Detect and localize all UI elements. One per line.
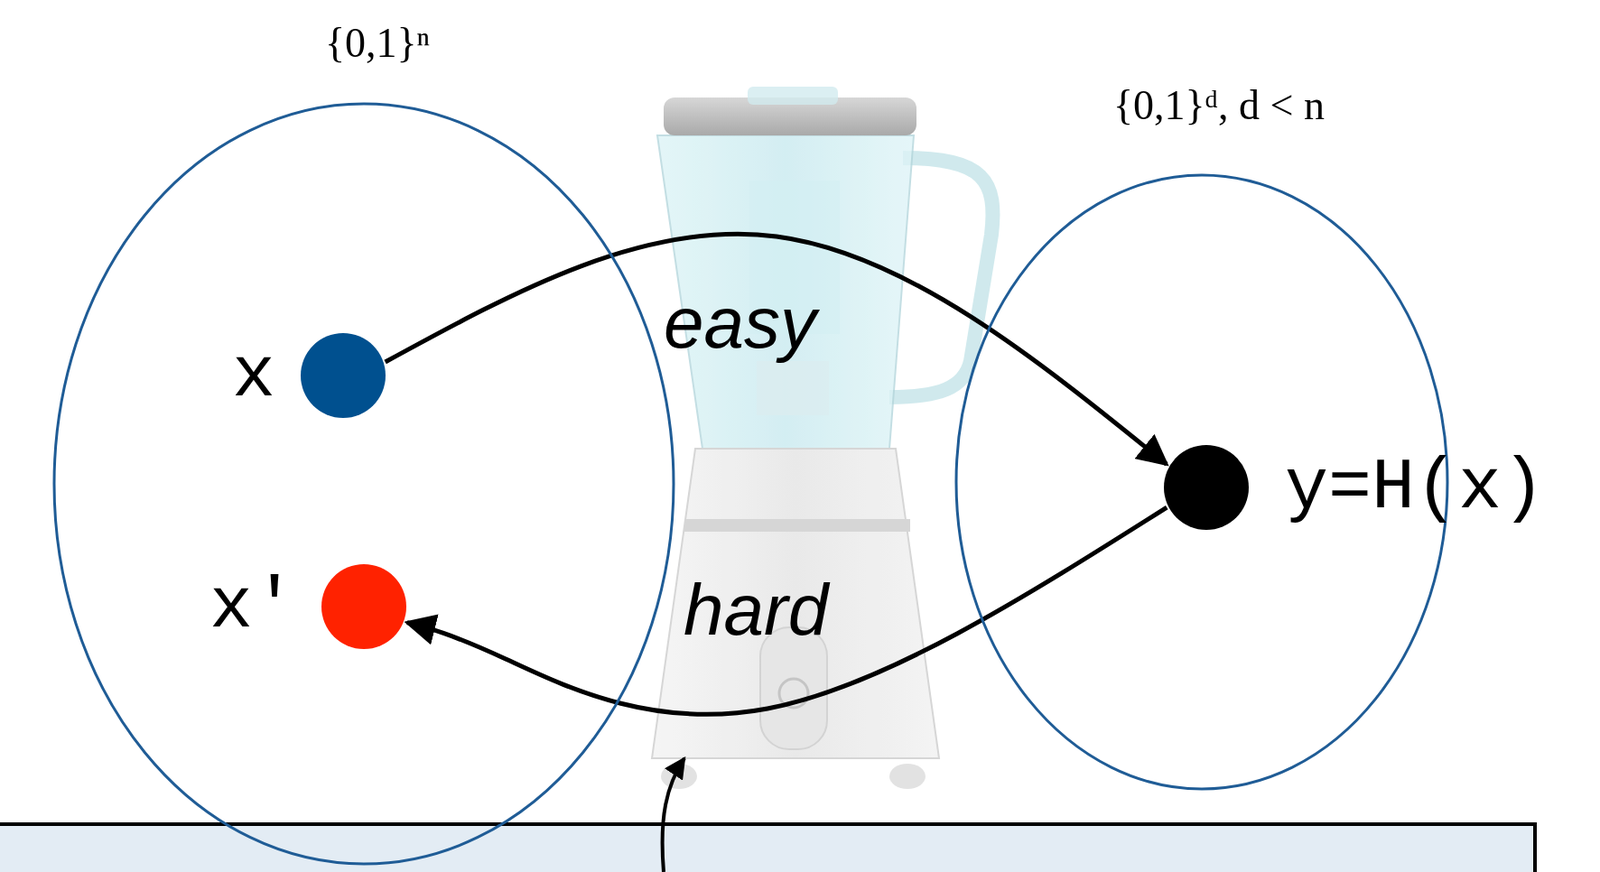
edge-label: hard xyxy=(683,568,828,652)
set-ellipse: {0,1}ⁿxx' xyxy=(52,102,676,866)
point-label: x' xyxy=(209,566,297,649)
point-dot: y=H(x) xyxy=(1163,445,1249,531)
callout-pointer xyxy=(662,758,685,872)
mapping-arrow xyxy=(407,507,1167,715)
mapping-arrow xyxy=(385,233,1167,465)
set-boundary xyxy=(956,175,1448,790)
blender xyxy=(651,86,994,790)
set-ellipse: {0,1}ᵈ, d < ny=H(x) xyxy=(954,173,1450,791)
callout-box xyxy=(0,824,1535,872)
ellipse-outline xyxy=(954,173,1450,791)
ellipse-outline xyxy=(52,102,676,866)
point-dot: x xyxy=(300,333,386,419)
set-boundary xyxy=(54,103,674,865)
set-label: {0,1}ⁿ xyxy=(325,18,430,67)
point-label: y=H(x) xyxy=(1284,446,1545,530)
edge-label: easy xyxy=(663,281,817,365)
set-label: {0,1}ᵈ, d < n xyxy=(1113,81,1325,130)
point-dot: x' xyxy=(321,564,407,650)
point-label: x xyxy=(232,334,276,418)
